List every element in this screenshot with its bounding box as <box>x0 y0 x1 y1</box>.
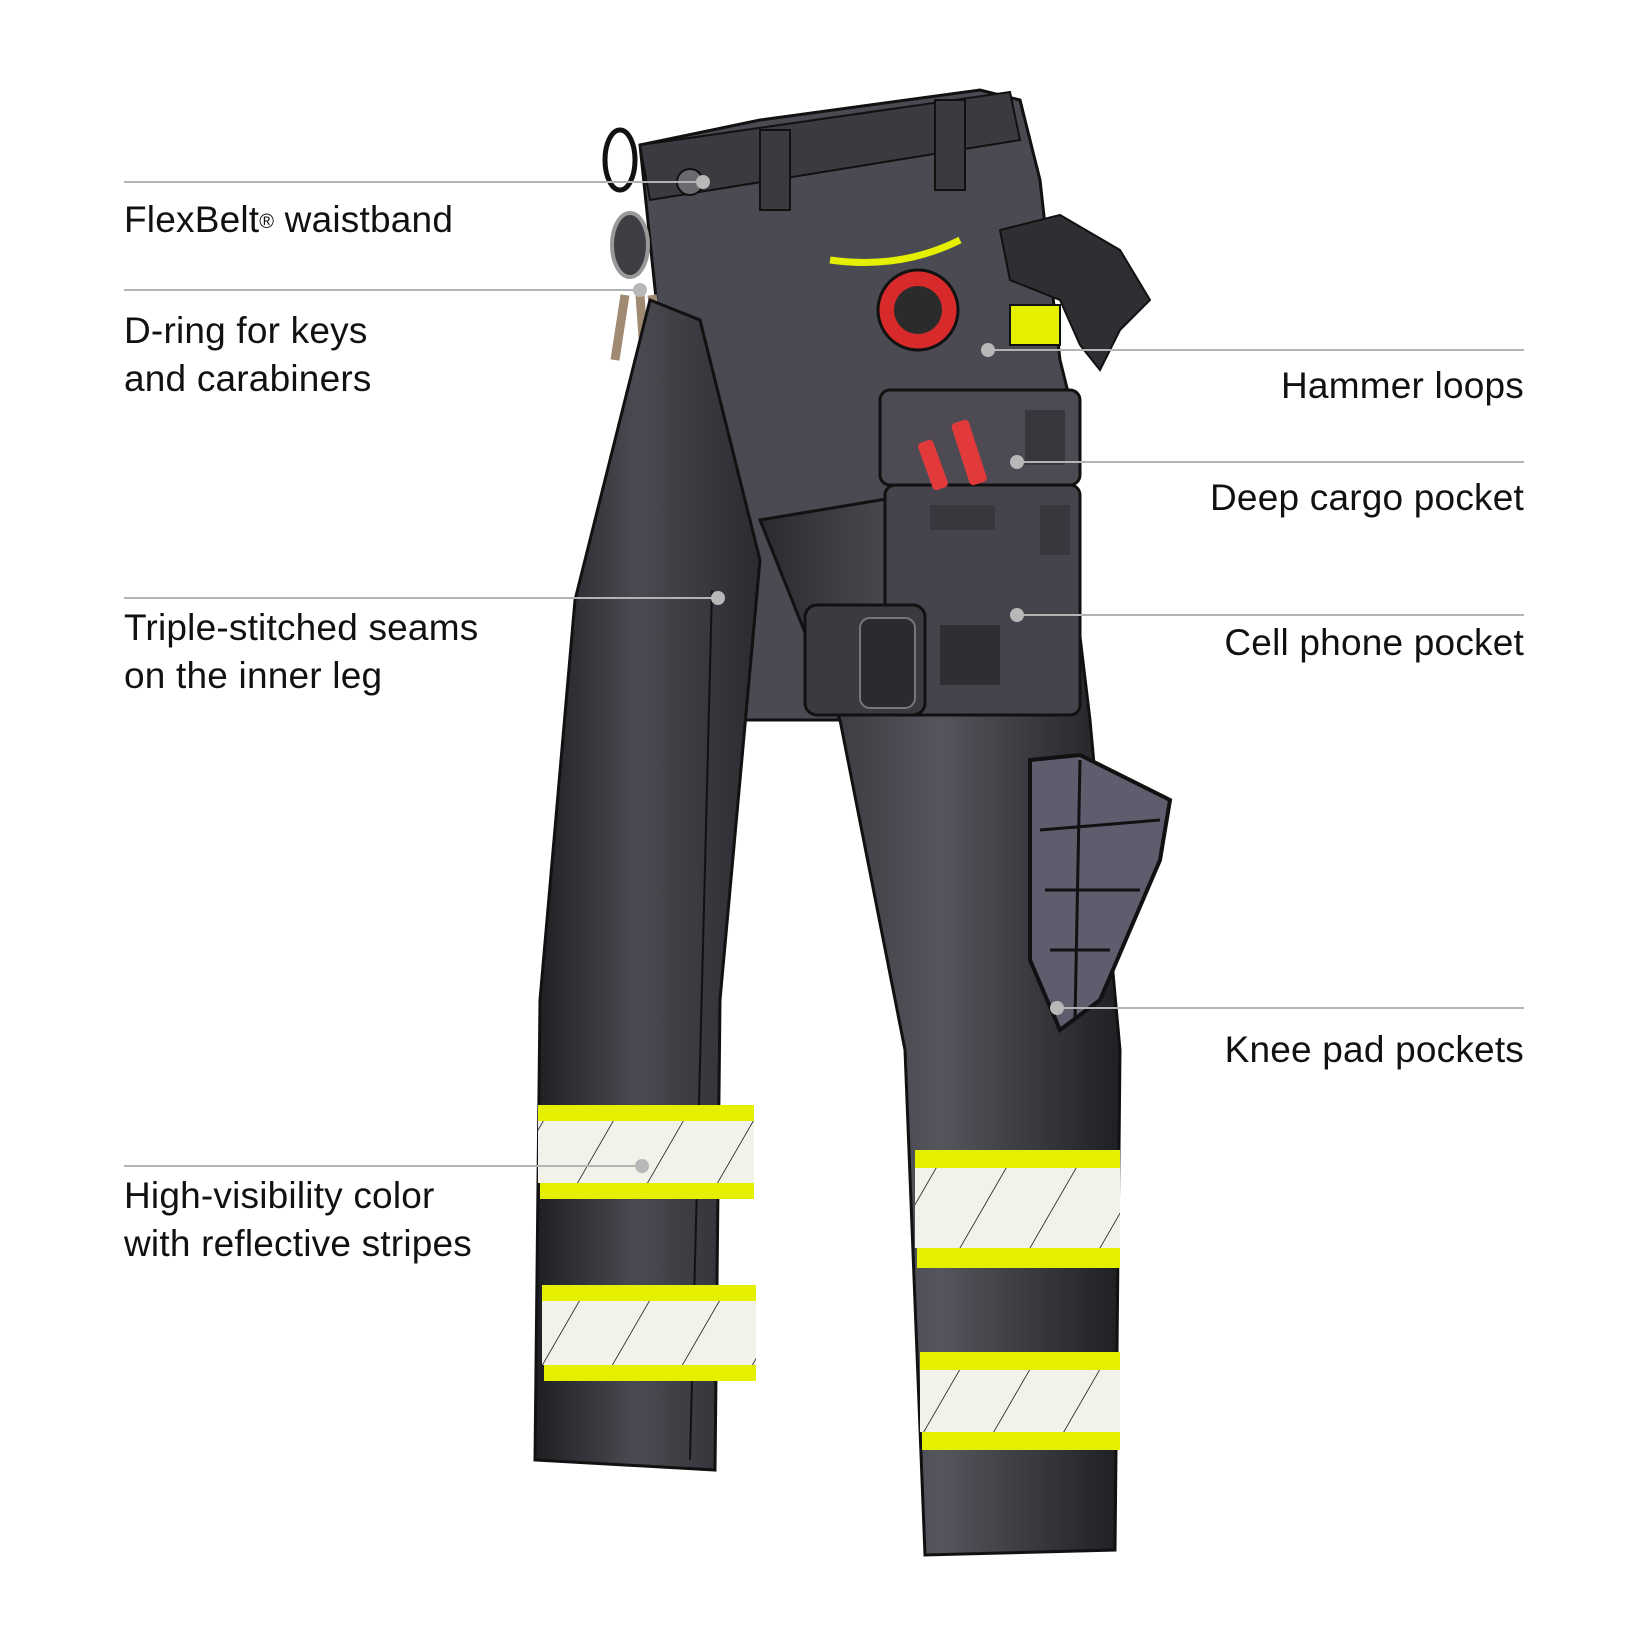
label-hammer-loops: Hammer loops <box>1281 365 1524 406</box>
leader-line <box>124 289 640 291</box>
callout-dot <box>711 591 725 605</box>
callout-dot <box>696 175 710 189</box>
leader-line <box>124 597 718 599</box>
callout-dot <box>633 283 647 297</box>
pen-icon <box>918 439 948 491</box>
leader-line <box>1057 1007 1524 1009</box>
leader-line <box>124 1165 642 1167</box>
callout-dot <box>1010 608 1024 622</box>
pen-icon <box>951 419 987 486</box>
right-leg-reflective-bands <box>915 1150 1120 1450</box>
phone-icon <box>859 617 916 709</box>
phone-pocket <box>803 603 1000 717</box>
callout-dot <box>981 343 995 357</box>
left-leg-reflective-bands <box>538 1105 756 1381</box>
label-cell-phone-pocket: Cell phone pocket <box>1224 622 1524 663</box>
knee-pad <box>1028 752 1173 1034</box>
callout-dot <box>635 1159 649 1173</box>
d-ring-icon <box>602 127 638 193</box>
callout-dot <box>1010 455 1024 469</box>
callout-dot <box>1050 1001 1064 1015</box>
leader-line <box>988 349 1524 351</box>
leader-line <box>1017 461 1524 463</box>
label-knee-pad-pockets: Knee pad pockets <box>1224 1029 1524 1070</box>
label-deep-cargo-pocket: Deep cargo pocket <box>1210 477 1524 518</box>
label-flexbelt-waistband: FlexBelt® waistband <box>124 199 454 240</box>
leader-line <box>1017 614 1524 616</box>
leader-line <box>124 181 703 183</box>
